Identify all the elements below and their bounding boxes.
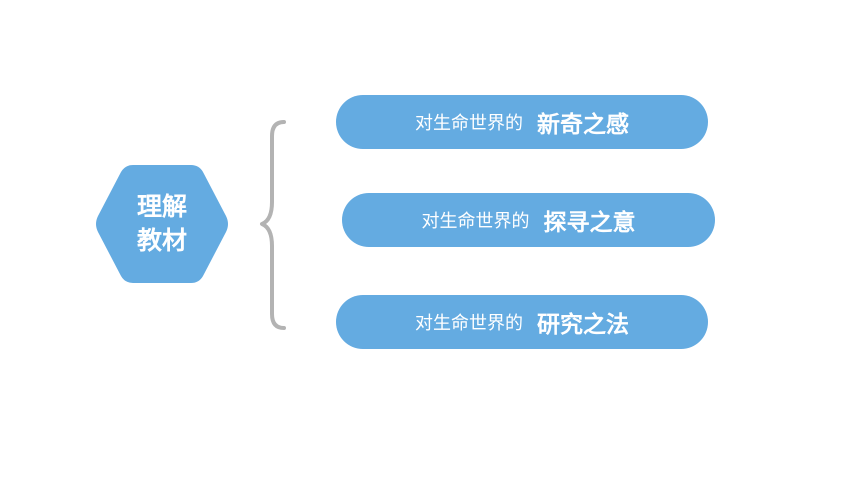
item-prefix: 对生命世界的 — [415, 113, 523, 134]
center-label-line2: 教材 — [136, 226, 187, 255]
center-hexagon: 理解 教材 — [93, 162, 231, 286]
item-pill-1: 对生命世界的 新奇之感 — [336, 95, 708, 149]
item-pill-2: 对生命世界的 探寻之意 — [342, 193, 715, 247]
item-prefix: 对生命世界的 — [415, 313, 523, 334]
item-pill-3: 对生命世界的 研究之法 — [336, 295, 708, 349]
center-label: 理解 教材 — [93, 162, 231, 286]
hexagon-shape — [96, 165, 228, 283]
center-label-line1: 理解 — [136, 192, 187, 221]
item-emphasis: 探寻之意 — [543, 210, 636, 236]
item-emphasis: 新奇之感 — [537, 112, 629, 138]
item-prefix: 对生命世界的 — [421, 211, 530, 232]
item-emphasis: 研究之法 — [537, 312, 629, 338]
curly-brace — [260, 120, 286, 330]
